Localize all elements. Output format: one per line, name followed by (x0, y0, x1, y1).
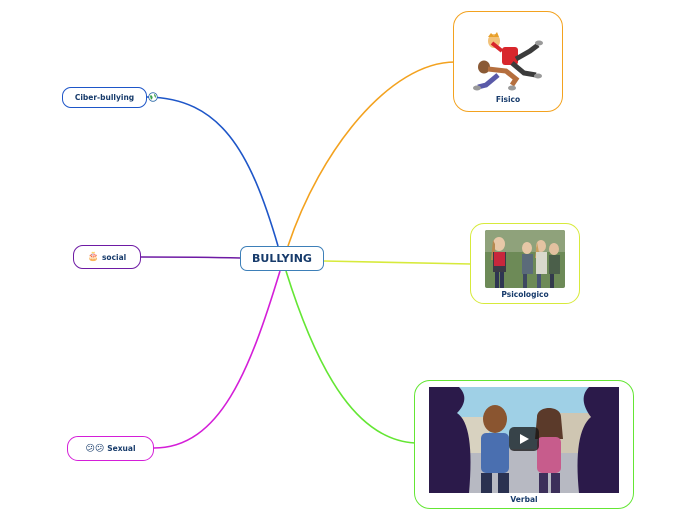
video-thumbnail-image (429, 387, 619, 493)
connector-social (140, 256, 242, 259)
topic-psicologico[interactable]: Psicologico (470, 223, 580, 304)
topic-fisico[interactable]: Fisico (453, 11, 563, 112)
globe-icon (148, 92, 158, 102)
topic-label: Ciber-bullying (74, 93, 135, 102)
play-button[interactable] (509, 427, 539, 451)
cake-icon: 🎂 (87, 252, 99, 262)
topic-label: Psicologico (501, 290, 549, 299)
topic-label: Sexual (107, 444, 136, 453)
topic-ciber-bullying[interactable]: Ciber-bullying (62, 87, 147, 108)
play-icon (520, 434, 529, 444)
video-thumbnail[interactable] (429, 387, 619, 493)
topic-label: Fisico (495, 95, 521, 104)
topic-verbal[interactable]: Verbal (414, 380, 634, 509)
fight-cartoon-image (473, 32, 543, 91)
topic-label: Verbal (510, 495, 538, 504)
connector-fisico (287, 61, 456, 247)
topic-label: social (101, 252, 127, 262)
central-topic-label: BULLYING (252, 252, 312, 265)
topic-social[interactable]: 🎂 social (73, 245, 141, 269)
topic-sexual[interactable]: 😕😕 Sexual (67, 436, 154, 461)
connector-ciber-bullying (146, 96, 279, 247)
connector-verbal (285, 270, 416, 444)
central-topic-bullying[interactable]: BULLYING (240, 246, 324, 271)
connector-psicologico (323, 260, 472, 265)
confused-face-icon: 😕😕 (85, 443, 105, 454)
girls-photo-image (485, 230, 565, 288)
connector-sexual (153, 270, 281, 449)
